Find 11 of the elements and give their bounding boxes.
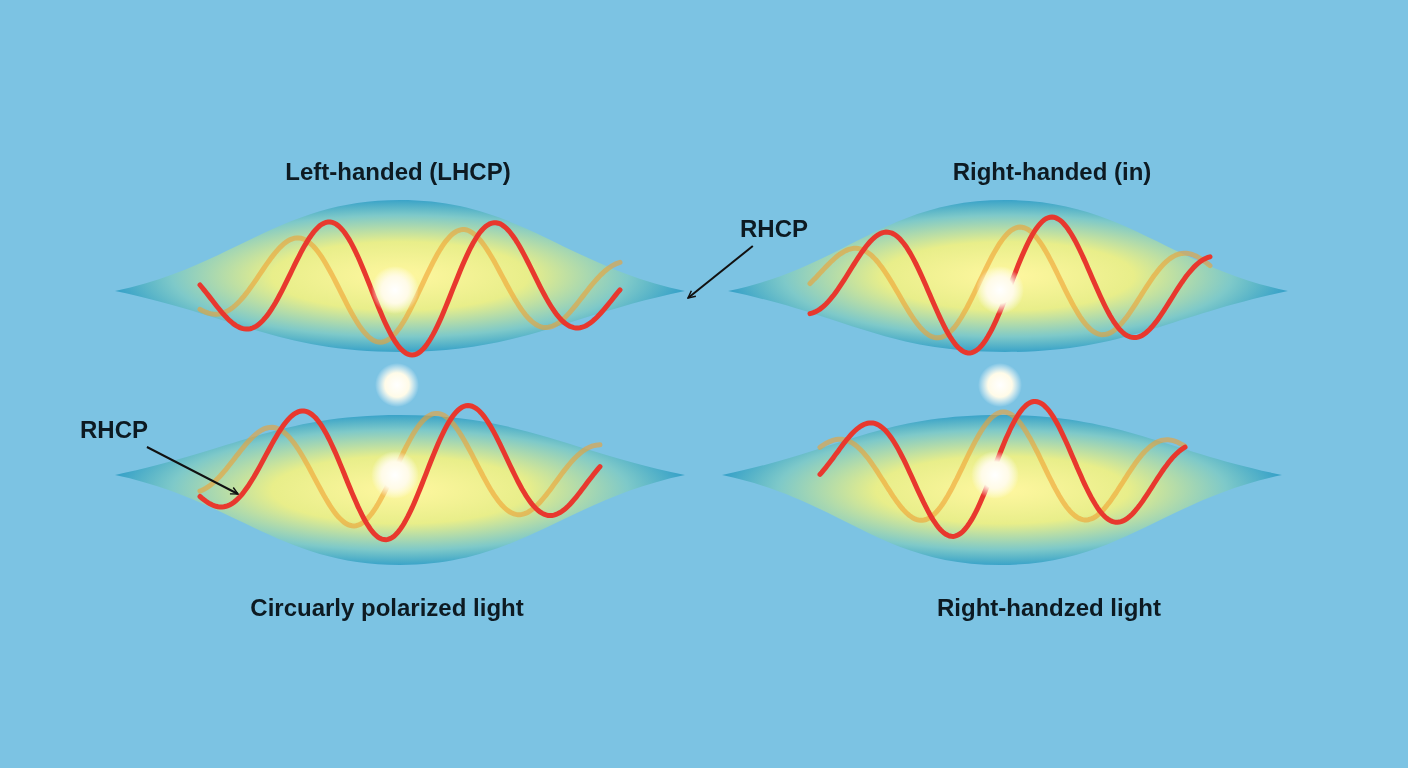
- leader-arrow: [687, 245, 754, 299]
- panel-heading: Right-handed (in): [952, 158, 1152, 186]
- leader-arrow: [145, 446, 239, 495]
- light-wave-drawing: [722, 399, 1282, 565]
- panel-caption: Circuarly polarized light: [250, 594, 524, 622]
- callout-label: RHCP: [80, 416, 148, 444]
- light-wave-drawing: [728, 200, 1288, 356]
- light-wave-drawing: [115, 200, 685, 358]
- panel-caption: Right-handzed light: [937, 594, 1161, 622]
- callout-label: RHCP: [740, 215, 808, 243]
- panel-heading: Left-handed (LHCP): [285, 158, 511, 186]
